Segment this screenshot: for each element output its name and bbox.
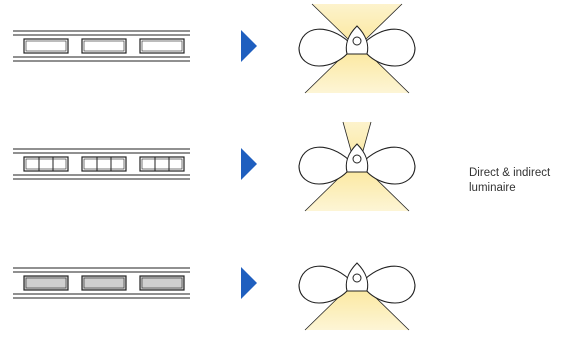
lens-inner-2 xyxy=(83,277,125,289)
beam-down xyxy=(305,172,409,211)
lens-inner-2 xyxy=(83,158,125,170)
lens-3 xyxy=(139,275,185,291)
lens-inner-3 xyxy=(141,158,183,170)
arrow-icon xyxy=(241,148,257,180)
beam-edge xyxy=(364,3,403,41)
reflector-right xyxy=(364,265,416,304)
lens-inner-3 xyxy=(141,277,183,289)
lamp-icon xyxy=(352,36,362,46)
reflector-left xyxy=(298,265,350,304)
lens-inner-1 xyxy=(25,158,67,170)
row-2 xyxy=(13,121,416,212)
lamp-icon xyxy=(352,154,362,164)
caption-direct-indirect: Direct & indirect luminaire xyxy=(469,167,551,194)
row-3 xyxy=(13,262,416,331)
beam-up xyxy=(343,122,371,158)
lens-inner-2 xyxy=(83,40,125,52)
beam-edge xyxy=(311,3,350,41)
lens-inner-1 xyxy=(25,40,67,52)
luminaire-plan-view xyxy=(13,30,190,62)
lens-1 xyxy=(23,156,69,172)
lens-3 xyxy=(139,38,185,54)
reflector-left xyxy=(298,28,350,67)
reflector-right xyxy=(364,28,416,67)
luminaire-section-view xyxy=(298,262,416,331)
beam-down xyxy=(305,291,409,330)
lens-inner-3 xyxy=(141,40,183,52)
lens-2 xyxy=(81,38,127,54)
luminaire-section-view xyxy=(298,121,416,212)
lens-2 xyxy=(81,275,127,291)
lens-3 xyxy=(139,156,185,172)
lens-1 xyxy=(23,275,69,291)
reflector-right xyxy=(364,146,416,185)
luminaire-section-view xyxy=(298,3,416,94)
lamp-icon xyxy=(352,273,362,283)
lens-inner-1 xyxy=(25,277,67,289)
arrow-icon xyxy=(241,30,257,62)
lens-2 xyxy=(81,156,127,172)
luminaire-plan-view xyxy=(13,148,190,180)
beam-up xyxy=(312,4,402,40)
row-1 xyxy=(13,3,416,94)
arrow-icon xyxy=(241,267,257,299)
lens-1 xyxy=(23,38,69,54)
luminaire-plan-view xyxy=(13,267,190,299)
beam-down xyxy=(305,54,409,93)
reflector-left xyxy=(298,146,350,185)
